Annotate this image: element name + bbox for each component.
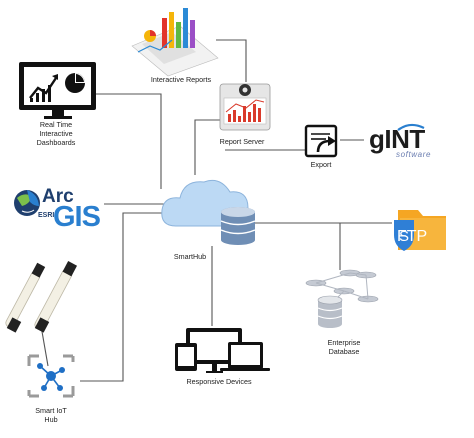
svg-text:S: S [399, 228, 409, 245]
sftp-label-text: FTP [397, 228, 428, 245]
gint-logo-mark [397, 123, 425, 131]
export-document-icon [304, 124, 338, 158]
label-enterprise-line2: Database [329, 347, 360, 356]
gint-logo-text: gINT [369, 124, 425, 154]
label-interactive-reports: Interactive Reports [151, 75, 212, 84]
bar-chart-reports-icon [131, 8, 219, 77]
label-smarthub: SmartHub [174, 252, 206, 261]
label-report-server: Report Server [220, 137, 265, 146]
monitor-dashboard-icon [19, 62, 96, 119]
label-export: Export [311, 160, 332, 169]
gint-software-text: software [396, 150, 432, 159]
arcgis-gis-text: GIS [53, 201, 101, 233]
label-iot-line2: Hub [44, 415, 57, 424]
sensor-probes-icon [5, 261, 78, 333]
enterprise-database-icon [305, 269, 379, 328]
arcgis-arc-text: Arc [42, 186, 74, 207]
line-reports-server [216, 39, 247, 82]
iot-hub-icon [27, 354, 75, 398]
label-dashboards-line1: Real Time [40, 120, 72, 129]
arcgis-globe-icon [14, 190, 40, 216]
label-dashboards-line3: Dashboards [37, 138, 76, 147]
line-server-hub [194, 119, 220, 175]
label-dashboards-line2: Interactive [39, 129, 72, 138]
label-responsive-devices: Responsive Devices [186, 377, 252, 386]
hub-database-icon [220, 207, 256, 245]
responsive-devices-icon [175, 328, 270, 373]
arcgis-esri-text: ESRI [38, 212, 55, 219]
line-dashboard-hub [96, 93, 162, 189]
label-enterprise-line1: Enterprise [328, 338, 361, 347]
line-hub-iot [80, 212, 186, 382]
report-server-icon [219, 83, 271, 131]
label-iot-line1: Smart IoT [35, 406, 67, 415]
cloud-database-icon [161, 179, 256, 245]
sftp-folder-shield-icon: S [394, 210, 446, 251]
